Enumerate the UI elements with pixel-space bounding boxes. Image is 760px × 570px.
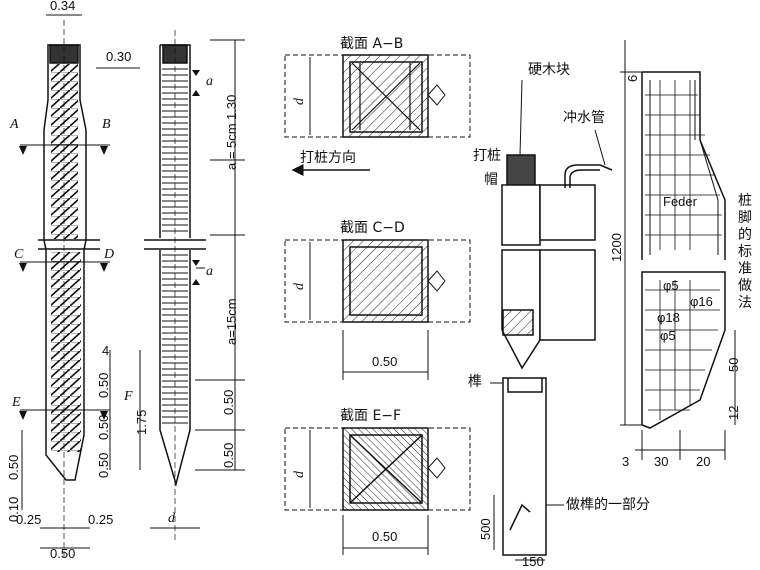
pile-foot-right-dim-50: 50	[726, 358, 741, 372]
lower-dim-4: 0.50	[221, 390, 236, 415]
lower-dim-6: 0.50	[221, 443, 236, 468]
pile-foot-title-char: 做	[738, 278, 752, 294]
driving-direction-label: 打桩方向	[300, 149, 356, 166]
upper-spacing-label: a = 5cm	[224, 123, 239, 170]
top-width-label: 0.34	[50, 0, 75, 13]
section-e-f-d: d	[292, 470, 307, 478]
bottom-dim-left: 0.25	[16, 512, 41, 527]
pile-elevation-side	[144, 30, 206, 540]
pile-foot-title-char: 的	[738, 227, 752, 243]
pile-foot-bottom-dim-3: 3	[622, 454, 629, 469]
rebar-label-phi5-bottom: φ5	[660, 328, 676, 343]
section-a-b	[284, 54, 471, 138]
section-e-f-width: 0.50	[372, 529, 397, 544]
head-height-label: 0.30	[106, 49, 131, 64]
upper-segment-label: 1.30	[224, 95, 239, 120]
rebar-label-phi18: φ18	[657, 310, 680, 325]
section-label-a: A	[9, 117, 19, 132]
pile-elevation-main	[38, 20, 100, 560]
section-label-b: B	[102, 117, 111, 132]
lower-dim-2: 0.50	[96, 415, 111, 440]
side-d-label: d	[168, 511, 176, 526]
section-a-b-d: d	[292, 97, 307, 105]
pile-foot-height-dim: 1200	[609, 233, 624, 262]
driving-assembly	[501, 154, 613, 370]
water-pipe-label: 冲水管	[563, 110, 605, 126]
tenon-label: 榫	[468, 374, 482, 390]
pile-foot-right-dim-12: 12	[726, 406, 741, 420]
rebar-mark: 4	[102, 343, 109, 358]
pile-foot-title-char: 标	[738, 244, 752, 260]
bottom-dim-total: 0.50	[50, 546, 75, 561]
pile-foot-title: 桩 脚 的 标 准 做 法	[738, 192, 752, 311]
tenon-dim-height: 500	[478, 518, 493, 540]
tenon-part-label: 做榫的一部分	[566, 497, 650, 513]
rebar-label-phi5-top: φ5	[663, 278, 679, 293]
tenon-detail	[493, 377, 547, 561]
spacing-symbol-mid: a	[206, 264, 213, 279]
section-label-d: D	[103, 247, 114, 262]
section-c-d-title: 截面 C−D	[340, 220, 405, 236]
pile-foot-title-char: 准	[738, 261, 752, 277]
section-c-d-width: 0.50	[372, 354, 397, 369]
pile-dimension-lines	[20, 14, 245, 549]
pile-cap-label-1: 打桩	[473, 147, 501, 164]
pile-foot-title-char: 脚	[738, 210, 752, 226]
water-pipe-leader	[594, 129, 606, 166]
tip-dim-label: 0.10	[6, 497, 21, 522]
lower-dim-5: 1.75	[134, 410, 149, 435]
pile-foot-title-char: 桩	[738, 192, 752, 209]
pile-foot-top-dim: 6	[625, 75, 640, 82]
section-cut-arrows	[19, 70, 200, 420]
lower-dim-1: 0.50	[96, 373, 111, 398]
feder-label: Feder	[663, 194, 698, 209]
section-e-f	[284, 427, 471, 555]
pile-foot-title-char: 法	[738, 295, 752, 311]
section-a-b-title: 截面 A−B	[340, 36, 403, 52]
tenon-dim-width: 150	[522, 554, 544, 569]
lower-dim-7: 0.50	[6, 455, 21, 480]
pile-foot-bottom-dim-30: 30	[654, 454, 668, 469]
section-c-d	[284, 239, 471, 380]
mid-spacing-label: a=15cm	[224, 298, 239, 345]
pile-foot-detail	[620, 40, 736, 460]
section-label-e: E	[11, 395, 21, 410]
hardwood-block-leader	[519, 79, 523, 156]
pile-foot-bottom-dim-20: 20	[696, 454, 710, 469]
hardwood-block-label: 硬木块	[528, 62, 570, 78]
section-label-c: C	[14, 247, 24, 262]
section-label-f: F	[123, 389, 133, 404]
bottom-dim-right: 0.25	[88, 512, 113, 527]
section-e-f-title: 截面 E−F	[340, 408, 401, 424]
rebar-label-phi16: φ16	[690, 294, 713, 309]
section-c-d-d: d	[292, 282, 307, 290]
lower-dim-3: 0.50	[96, 453, 111, 478]
spacing-symbol-upper: a	[206, 74, 213, 89]
pile-cap-label-2: 帽	[484, 172, 498, 188]
